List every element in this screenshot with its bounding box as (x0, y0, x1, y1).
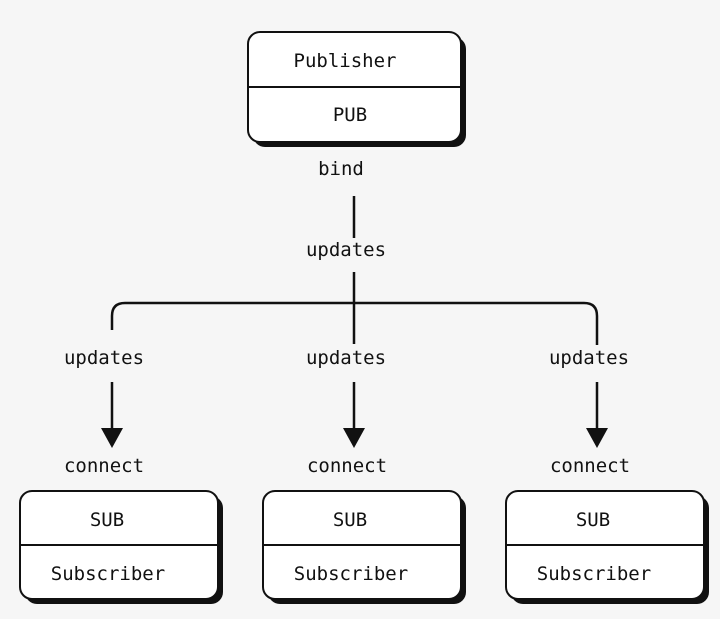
subscriber-branch-3: updates connect SUB Subscriber (505, 347, 709, 604)
publisher-updates-label: updates (306, 239, 386, 261)
bind-label: bind (318, 158, 364, 180)
subscriber-branch-1: updates connect SUB Subscriber (19, 347, 223, 604)
connect-label: connect (550, 455, 630, 477)
subscriber-socket-label: SUB (576, 509, 610, 531)
subscriber-name: Subscriber (294, 563, 408, 585)
publisher-name: Publisher (294, 50, 397, 72)
subscriber-updates-label: updates (306, 347, 386, 369)
connect-label: connect (307, 455, 387, 477)
arrowhead-icon (343, 428, 365, 448)
subscriber-branch-2: updates connect SUB Subscriber (262, 347, 466, 604)
subscriber-socket-label: SUB (90, 509, 124, 531)
publisher-socket-label: PUB (333, 104, 367, 126)
subscriber-updates-label: updates (549, 347, 629, 369)
publisher-node: Publisher PUB (247, 31, 466, 147)
connect-label: connect (64, 455, 144, 477)
subscriber-name: Subscriber (51, 563, 165, 585)
distribution-bus-line (110, 301, 599, 345)
subscriber-name: Subscriber (537, 563, 651, 585)
arrowhead-icon (101, 428, 123, 448)
subscriber-socket-label: SUB (333, 509, 367, 531)
subscriber-updates-label: updates (64, 347, 144, 369)
arrowhead-icon (586, 428, 608, 448)
